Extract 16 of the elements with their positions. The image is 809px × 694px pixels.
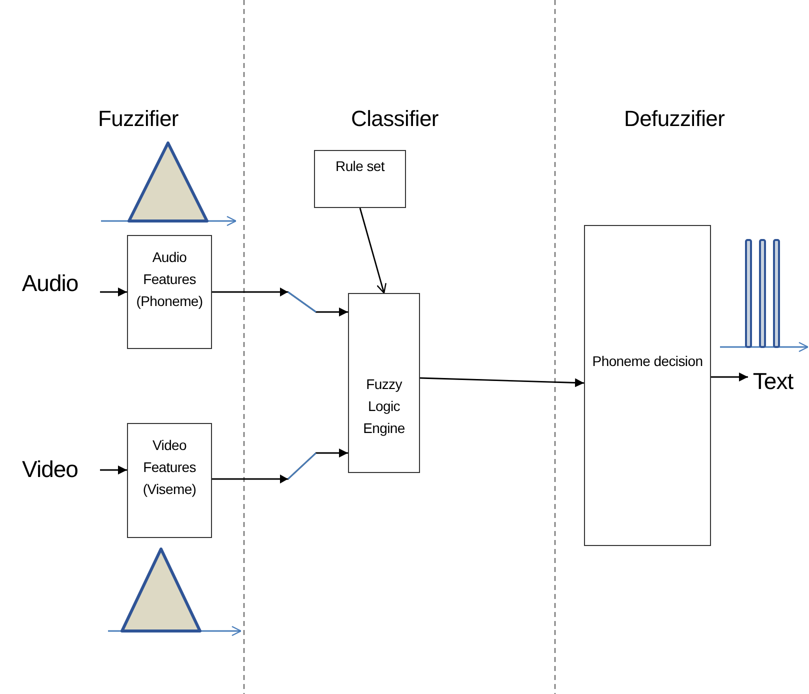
signal-label: Text	[752, 368, 794, 394]
process-box	[584, 225, 711, 546]
process-box	[127, 235, 212, 349]
box-label: Fuzzy Logic Engine	[362, 375, 406, 438]
process-box	[314, 150, 406, 208]
signal-label: Video	[22, 456, 78, 482]
process-box	[127, 423, 212, 538]
section-heading: Classifier	[351, 106, 438, 132]
box-label: Video Features (Viseme)	[142, 436, 198, 499]
box-label: Audio Features (Phoneme)	[135, 248, 204, 311]
section-heading: Defuzzifier	[624, 106, 725, 132]
process-box	[348, 293, 420, 473]
signal-label: Audio	[22, 270, 78, 296]
box-label: Rule set	[336, 156, 384, 176]
section-heading: Fuzzifier	[98, 106, 178, 132]
box-label: Phoneme decision	[592, 352, 703, 371]
